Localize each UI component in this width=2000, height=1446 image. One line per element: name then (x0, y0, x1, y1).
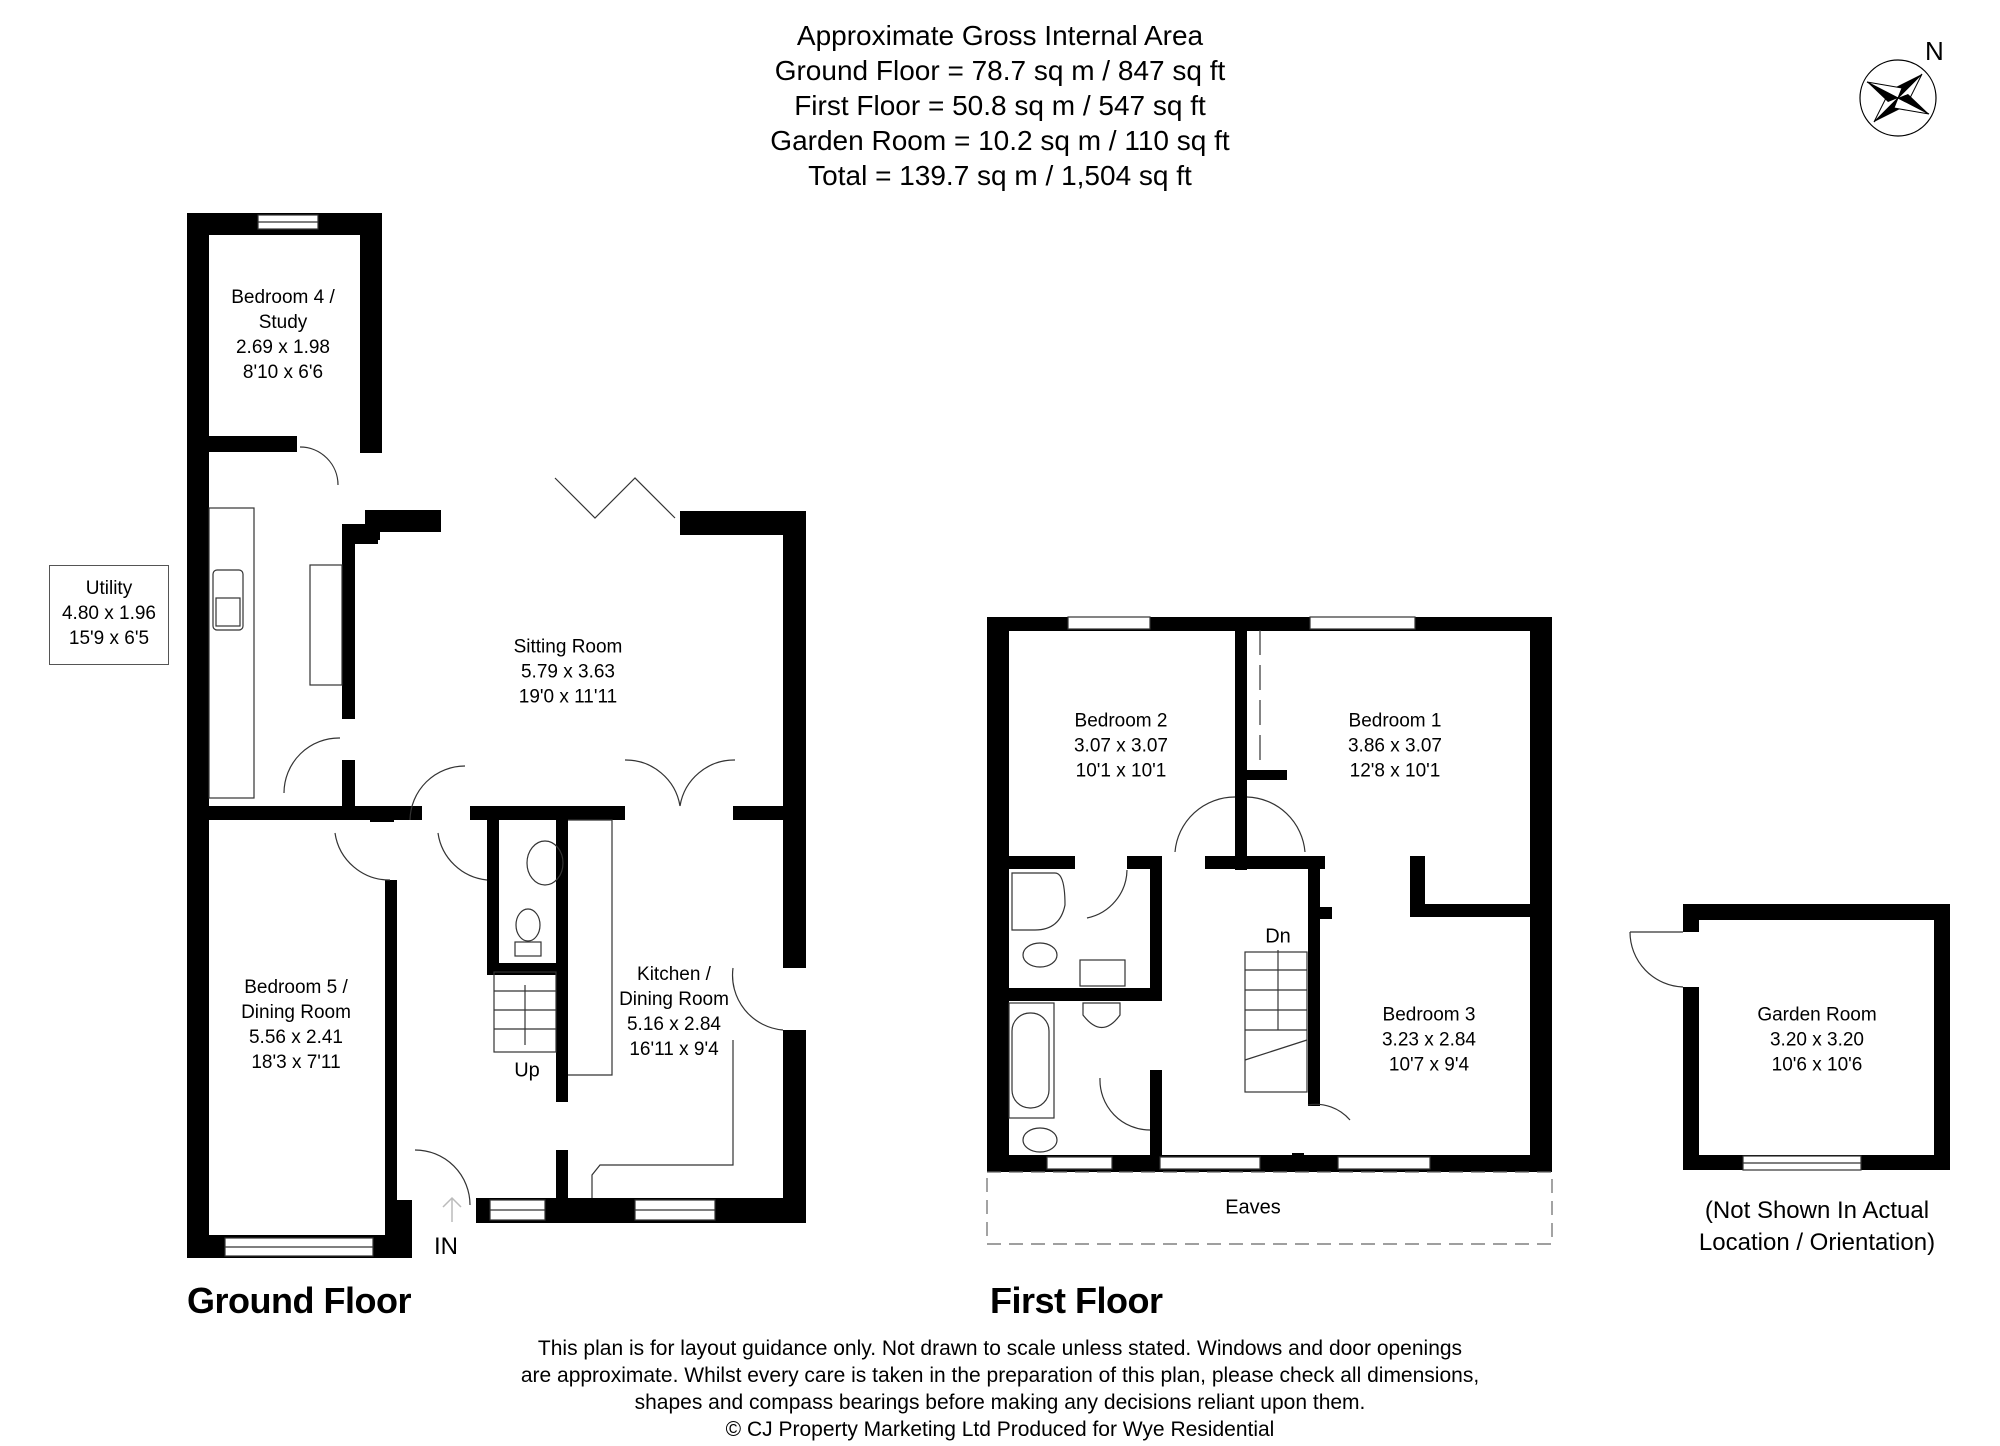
room-imperial: 10'6 x 10'6 (1771, 1054, 1863, 1076)
first-floor-title: First Floor (990, 1280, 1163, 1321)
entrance-arrow-icon (442, 1196, 462, 1222)
room-metric: 3.20 x 3.20 (1769, 1029, 1865, 1051)
room-imperial: 18'3 x 7'11 (251, 1052, 341, 1073)
room-imperial: 15'9 x 6'5 (68, 628, 150, 649)
compass-north-label: N (1925, 36, 1944, 66)
room-name: Bedroom 2 (1074, 710, 1168, 732)
garden-room-note: (Not Shown In Actual Location / Orientat… (1699, 1195, 1935, 1259)
room-imperial: 10'1 x 10'1 (1075, 760, 1167, 782)
room-imperial: 19'0 x 11'11 (518, 686, 618, 708)
area-garden-room: Garden Room = 10.2 sq m / 110 sq ft (770, 125, 1230, 156)
disclaimer-line: shapes and compass bearings before makin… (634, 1391, 1366, 1414)
room-name-secondary: Dining Room (241, 1002, 351, 1023)
room-bedroom-1: Bedroom 1 3.86 x 3.07 12'8 x 10'1 (1348, 709, 1442, 784)
room-metric: 3.07 x 3.07 (1073, 735, 1169, 757)
area-first-floor: First Floor = 50.8 sq m / 547 sq ft (794, 90, 1206, 121)
room-name: Kitchen / (637, 964, 711, 985)
area-ground-floor: Ground Floor = 78.7 sq m / 847 sq ft (774, 55, 1226, 86)
note-line: Location / Orientation) (1698, 1229, 1936, 1256)
room-kitchen-dining: Kitchen / Dining Room 5.16 x 2.84 16'11 … (619, 962, 729, 1062)
disclaimer-line: are approximate. Whilst every care is ta… (520, 1364, 1480, 1387)
stairs-down-label: Dn (1265, 925, 1291, 948)
disclaimer-line: This plan is for layout guidance only. N… (537, 1337, 1463, 1360)
room-name: Bedroom 3 (1382, 1004, 1476, 1026)
room-name: Sitting Room (513, 636, 623, 658)
room-name: Bedroom 1 (1348, 710, 1442, 732)
ground-floor-fixtures (208, 214, 784, 1257)
room-metric: 5.16 x 2.84 (626, 1014, 722, 1035)
note-line: (Not Shown In Actual (1704, 1197, 1930, 1224)
room-metric: 2.69 x 1.98 (235, 337, 331, 358)
copyright-line: © CJ Property Marketing Ltd Produced for… (725, 1418, 1275, 1441)
stairs-up-label: Up (514, 1059, 540, 1082)
room-bedroom-3: Bedroom 3 3.23 x 2.84 10'7 x 9'4 (1382, 1003, 1476, 1078)
area-title: Approximate Gross Internal Area (796, 20, 1204, 51)
room-metric: 5.56 x 2.41 (248, 1027, 344, 1048)
ground-floor-title: Ground Floor (187, 1280, 411, 1321)
compass-rose-icon (1859, 59, 1937, 137)
room-imperial: 16'11 x 9'4 (629, 1039, 719, 1060)
first-floor-fixtures (986, 616, 1553, 1245)
room-metric: 5.79 x 3.63 (520, 661, 616, 683)
room-name: Utility (85, 578, 133, 599)
room-name-secondary: Dining Room (619, 989, 729, 1010)
first-floor-walls (987, 617, 1552, 1172)
room-name: Bedroom 4 / (231, 287, 335, 308)
entrance-label: IN (434, 1233, 458, 1260)
garden-room-fixtures (1629, 931, 1862, 1171)
disclaimer: This plan is for layout guidance only. N… (0, 1335, 2000, 1443)
eaves-label: Eaves (1225, 1196, 1281, 1219)
room-name-secondary: Study (258, 312, 308, 333)
room-sitting-room: Sitting Room 5.79 x 3.63 19'0 x 11'11 (514, 635, 623, 710)
room-name: Bedroom 5 / (244, 977, 348, 998)
area-total: Total = 139.7 sq m / 1,504 sq ft (808, 160, 1192, 191)
room-garden-room: Garden Room 3.20 x 3.20 10'6 x 10'6 (1757, 1003, 1876, 1078)
room-bedroom-4-study: Bedroom 4 / Study 2.69 x 1.98 8'10 x 6'6 (231, 285, 335, 385)
room-imperial: 8'10 x 6'6 (242, 362, 324, 383)
room-bedroom-2: Bedroom 2 3.07 x 3.07 10'1 x 10'1 (1074, 709, 1168, 784)
room-imperial: 10'7 x 9'4 (1388, 1054, 1470, 1076)
room-metric: 3.23 x 2.84 (1381, 1029, 1477, 1051)
room-name: Garden Room (1757, 1004, 1877, 1026)
room-imperial: 12'8 x 10'1 (1349, 760, 1441, 782)
room-metric: 4.80 x 1.96 (61, 603, 157, 624)
room-bedroom-5-dining: Bedroom 5 / Dining Room 5.56 x 2.41 18'3… (241, 975, 351, 1075)
room-metric: 3.86 x 3.07 (1347, 735, 1443, 757)
area-summary: Approximate Gross Internal Area Ground F… (0, 18, 2000, 193)
room-utility-callout: Utility 4.80 x 1.96 15'9 x 6'5 (49, 565, 169, 665)
